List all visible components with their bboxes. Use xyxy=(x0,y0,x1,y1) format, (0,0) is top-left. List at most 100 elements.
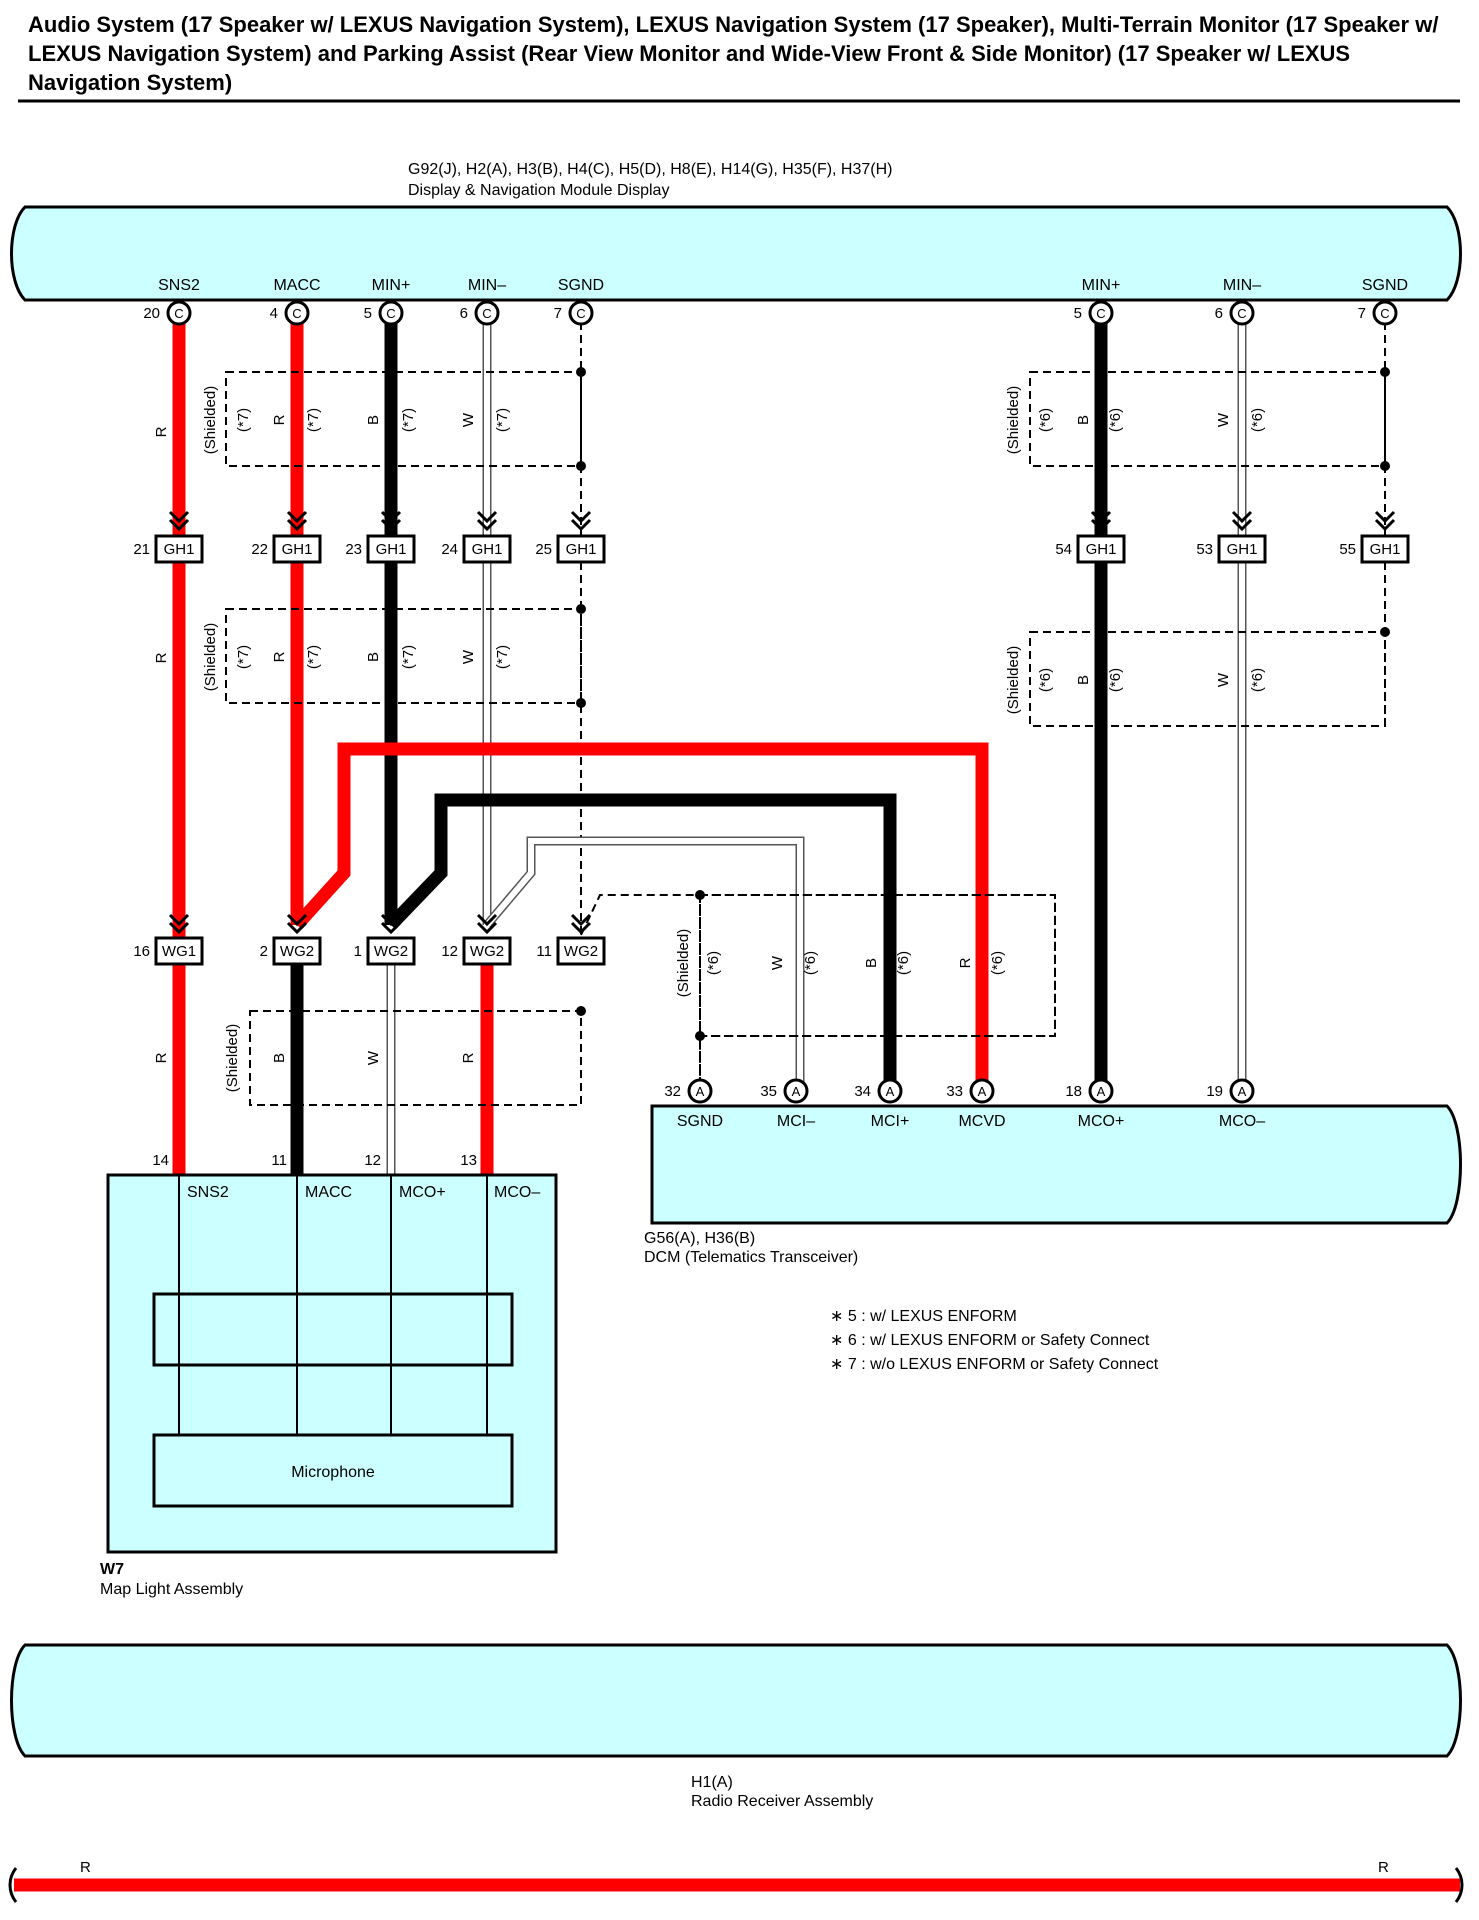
shield-dot xyxy=(1380,461,1390,471)
wire-color-label: W xyxy=(1215,672,1232,687)
wire-color-label: R xyxy=(271,414,288,425)
svg-text:4: 4 xyxy=(270,305,278,322)
shield-label: (Shielded) xyxy=(202,386,219,454)
map-light-internal-wiring xyxy=(178,1176,488,1435)
page-title: Audio System (17 Speaker w/ LEXUS Naviga… xyxy=(28,12,1439,95)
svg-text:18: 18 xyxy=(1065,1083,1082,1100)
svg-text:C: C xyxy=(482,306,491,321)
svg-text:A: A xyxy=(886,1084,895,1099)
shield-label: (Shielded) xyxy=(675,929,692,997)
svg-text:WG1: WG1 xyxy=(162,943,196,960)
wire-color-label: B xyxy=(271,1053,288,1063)
dm-pin-label-macc: MACC xyxy=(273,277,320,294)
ml-pin-num-12: 12 xyxy=(364,1152,381,1169)
gh1-arrows xyxy=(168,510,1396,532)
wire-mci-minus xyxy=(483,836,805,1090)
shield-label: (Shielded) xyxy=(224,1024,241,1092)
svg-text:11: 11 xyxy=(536,943,552,960)
dm-pin-7-right: C 7 xyxy=(1358,300,1398,326)
wire-color-label: B xyxy=(1075,675,1092,685)
microphone-block xyxy=(152,1433,514,1508)
note-tag: (*7) xyxy=(235,408,252,432)
wg-arrows xyxy=(168,913,592,935)
gh1-pin-55: GH1 55 xyxy=(1339,534,1410,564)
radio-receiver-body xyxy=(10,1643,1462,1758)
svg-text:53: 53 xyxy=(1196,541,1213,558)
dcm-pin-34: A 34 xyxy=(854,1078,903,1104)
wire-color-label: W xyxy=(365,1050,382,1065)
wire-color-label: B xyxy=(365,652,382,662)
svg-text:35: 35 xyxy=(760,1083,777,1100)
wire-color-label: R xyxy=(153,426,170,437)
ml-pin-num-11: 11 xyxy=(271,1152,287,1169)
wire-break-left xyxy=(8,1867,18,1903)
shield-box-3 xyxy=(249,1010,582,1106)
note-tag: (*6) xyxy=(1249,668,1266,692)
svg-text:6: 6 xyxy=(460,305,468,322)
svg-text:GH1: GH1 xyxy=(1227,541,1258,558)
shield-box-2 xyxy=(225,608,582,704)
wire-color-label: W xyxy=(1215,412,1232,427)
svg-text:GH1: GH1 xyxy=(472,541,503,558)
dcm-pin-35: A 35 xyxy=(760,1078,809,1104)
dcm-pin-label-sgnd: SGND xyxy=(677,1113,723,1130)
svg-text:20: 20 xyxy=(143,305,160,322)
ml-pin-label-mco-plus: MCO+ xyxy=(399,1184,446,1201)
svg-text:C: C xyxy=(1380,306,1389,321)
dm-pin-5: C 5 xyxy=(364,300,404,326)
wire-color-label: R xyxy=(153,652,170,663)
dm-pin-label-sgnd: SGND xyxy=(558,277,604,294)
note-tag: (*7) xyxy=(305,645,322,669)
note-tag: (*6) xyxy=(705,951,722,975)
shield-dot xyxy=(576,604,586,614)
svg-text:5: 5 xyxy=(364,305,372,322)
wire-break-right xyxy=(1454,1867,1464,1903)
svg-text:21: 21 xyxy=(133,541,150,558)
dm-pin-label-min-minus-2: MIN– xyxy=(1223,277,1261,294)
dm-pin-label-sgnd-2: SGND xyxy=(1362,277,1408,294)
svg-text:C: C xyxy=(576,306,585,321)
gh1-pin-22: GH1 22 xyxy=(251,534,322,564)
svg-text:16: 16 xyxy=(133,943,150,960)
wg1-pin-16: WG1 16 xyxy=(133,936,204,966)
svg-text:6: 6 xyxy=(1215,305,1223,322)
note-tag: (*6) xyxy=(895,951,912,975)
shield-dot xyxy=(576,367,586,377)
svg-text:1: 1 xyxy=(354,943,362,960)
bottom-wire-right-color: R xyxy=(1378,1859,1389,1876)
shield-label: (Shielded) xyxy=(1005,386,1022,454)
gh1-pin-54: GH1 54 xyxy=(1055,534,1126,564)
map-light-code: W7 xyxy=(100,1561,124,1578)
wire-mcvd xyxy=(292,742,989,1090)
svg-text:19: 19 xyxy=(1206,1083,1223,1100)
wire-color-label: W xyxy=(769,955,786,970)
svg-text:C: C xyxy=(174,306,183,321)
note-tag: (*6) xyxy=(1037,668,1054,692)
svg-text:GH1: GH1 xyxy=(282,541,313,558)
display-module-connectors: G92(J), H2(A), H3(B), H4(C), H5(D), H8(E… xyxy=(408,161,893,178)
shield-dot xyxy=(576,1006,586,1016)
gh1-pin-23: GH1 23 xyxy=(345,534,416,564)
wire-color-label: R xyxy=(153,1052,170,1063)
gh1-pin-21: GH1 21 xyxy=(133,534,204,564)
bottom-wire-left-color: R xyxy=(80,1859,91,1876)
display-module-name: Display & Navigation Module Display xyxy=(408,182,669,199)
svg-text:55: 55 xyxy=(1339,541,1356,558)
dm-pin-6: C 6 xyxy=(460,300,500,326)
dcm-pin-label-mci-minus: MCI– xyxy=(777,1113,815,1130)
shield-dot xyxy=(695,890,705,900)
dcm-pin-label-mcvd: MCVD xyxy=(958,1113,1005,1130)
note-tag: (*7) xyxy=(494,408,511,432)
shield-dot xyxy=(576,698,586,708)
note-tag: (*6) xyxy=(802,951,819,975)
svg-text:5: 5 xyxy=(1074,305,1082,322)
svg-text:WG2: WG2 xyxy=(374,943,408,960)
shield-dot xyxy=(576,461,586,471)
note-7: ∗ 7 : w/o LEXUS ENFORM or Safety Connect xyxy=(830,1356,1159,1373)
svg-text:34: 34 xyxy=(854,1083,871,1100)
dcm-pin-18: A 18 xyxy=(1065,1078,1114,1104)
svg-text:WG2: WG2 xyxy=(280,943,314,960)
shield-box-4 xyxy=(1029,371,1386,467)
svg-text:25: 25 xyxy=(535,541,552,558)
